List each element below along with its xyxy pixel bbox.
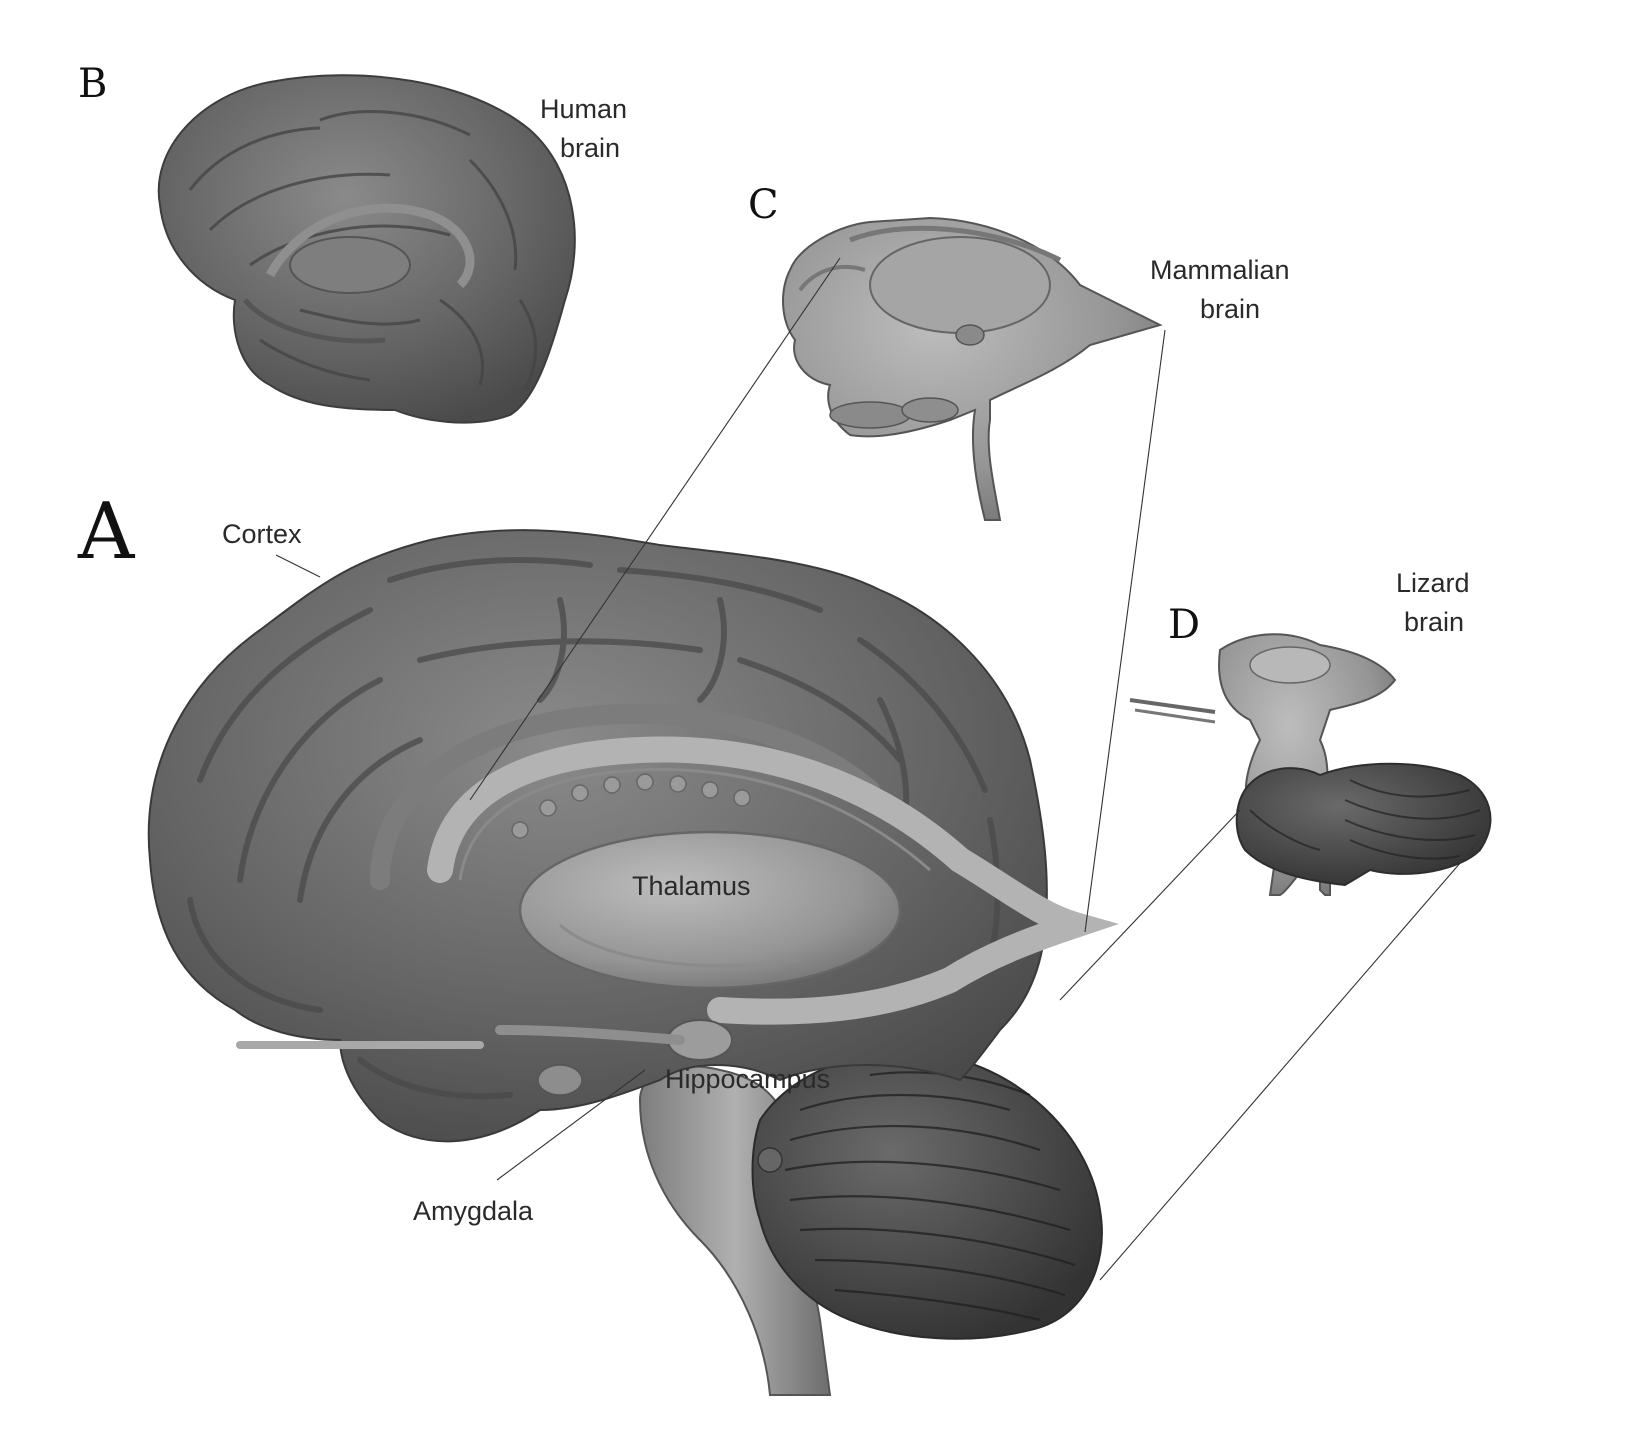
lizard-brain-label-line1: Lizard — [1396, 568, 1470, 598]
human-brain-label-line2: brain — [560, 133, 620, 163]
projection-line-a-to-c-left — [469, 257, 841, 801]
main-brain-illustration — [147, 529, 1119, 1396]
hippocampus-label: Hippocampus — [665, 1064, 830, 1094]
thalamus-label: Thalamus — [632, 871, 751, 901]
panel-letter-d: D — [1168, 602, 1200, 648]
human-brain-label-line1: Human — [540, 94, 627, 124]
mammalian-brain-label-line1: Mammalian — [1150, 255, 1290, 285]
lizard-brain-illustration — [1129, 633, 1492, 896]
mammalian-brain-label-line2: brain — [1200, 294, 1260, 324]
cortex-leader-line — [275, 554, 321, 578]
amygdala-label: Amygdala — [413, 1196, 534, 1226]
amygdala-leader-line — [496, 1069, 646, 1181]
panel-letter-c: C — [748, 182, 779, 228]
projection-line-a-to-d-left — [1059, 809, 1241, 1001]
cortex-label: Cortex — [222, 519, 302, 549]
mammalian-brain-illustration — [782, 216, 1163, 521]
human-brain-illustration — [157, 74, 576, 424]
projection-line-a-to-d-right — [1099, 839, 1481, 1281]
panel-letter-a: A — [77, 487, 136, 577]
lizard-brain-label-line2: brain — [1404, 607, 1464, 637]
panel-letter-b: B — [78, 61, 107, 107]
projection-line-a-to-c-right — [1084, 329, 1166, 933]
